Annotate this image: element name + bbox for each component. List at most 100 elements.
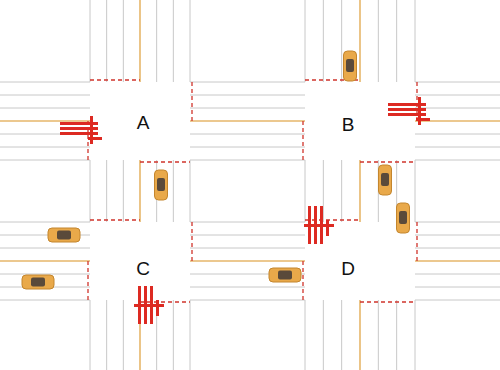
lane-line bbox=[139, 160, 141, 222]
intersection-label: A bbox=[137, 113, 150, 132]
lane-line bbox=[415, 300, 500, 301]
lane-line bbox=[415, 235, 500, 236]
lane-line bbox=[0, 160, 90, 161]
lane-line bbox=[341, 160, 342, 222]
car bbox=[48, 228, 80, 242]
lane-line bbox=[305, 160, 306, 222]
car-window bbox=[381, 173, 389, 186]
car-window bbox=[31, 278, 45, 287]
lane-line bbox=[415, 82, 500, 83]
signal-bar bbox=[326, 220, 329, 236]
lane-line bbox=[190, 300, 191, 370]
lane-line bbox=[359, 0, 361, 82]
car-window bbox=[57, 231, 71, 240]
lane-line bbox=[359, 300, 361, 370]
lane-line bbox=[139, 0, 141, 82]
lane-line bbox=[190, 160, 191, 222]
lane-line bbox=[106, 160, 107, 222]
lane-line bbox=[156, 0, 157, 82]
lane-line bbox=[0, 108, 90, 109]
lane-line bbox=[415, 95, 500, 96]
lane-line bbox=[106, 0, 107, 82]
lane-line bbox=[0, 300, 90, 301]
stop-line bbox=[305, 219, 360, 220]
lane-line bbox=[190, 300, 305, 301]
lane-line bbox=[415, 300, 416, 370]
lane-line bbox=[190, 147, 305, 148]
lane-line bbox=[0, 95, 90, 96]
stop-line bbox=[191, 222, 192, 261]
stop-line bbox=[140, 161, 190, 162]
lane-line bbox=[415, 248, 500, 249]
lane-line bbox=[190, 0, 191, 82]
car-window bbox=[278, 271, 292, 280]
lane-line bbox=[378, 0, 379, 82]
lane-line bbox=[0, 260, 90, 262]
lane-line bbox=[173, 0, 174, 82]
lane-line bbox=[190, 134, 305, 135]
car-body bbox=[48, 228, 80, 242]
signal-post bbox=[304, 224, 334, 227]
lane-line bbox=[396, 0, 397, 82]
lane-line bbox=[415, 0, 416, 82]
traffic-signal bbox=[304, 206, 334, 244]
lane-line bbox=[123, 0, 124, 82]
lane-line bbox=[323, 300, 324, 370]
car bbox=[22, 275, 54, 289]
stop-line bbox=[302, 261, 303, 300]
car-window bbox=[157, 178, 165, 191]
car bbox=[269, 268, 301, 282]
stop-line bbox=[90, 79, 140, 80]
car-body bbox=[269, 268, 301, 282]
lane-line bbox=[0, 82, 90, 83]
lane-line bbox=[123, 160, 124, 222]
cars bbox=[22, 51, 410, 289]
car-body bbox=[397, 203, 410, 233]
stop-line bbox=[360, 301, 415, 302]
lane-line bbox=[0, 248, 90, 249]
traffic-signals bbox=[60, 97, 430, 324]
car-body bbox=[344, 51, 357, 81]
car-body bbox=[155, 170, 168, 200]
lane-line bbox=[0, 120, 90, 122]
lane-line bbox=[90, 0, 91, 82]
traffic-signal bbox=[134, 286, 164, 324]
lane-line bbox=[305, 0, 306, 82]
lane-line bbox=[173, 160, 174, 222]
signal-post bbox=[90, 116, 93, 144]
car-window bbox=[399, 211, 407, 224]
lane-line bbox=[190, 108, 305, 109]
stop-line bbox=[87, 261, 88, 300]
car-body bbox=[22, 275, 54, 289]
stop-line bbox=[90, 219, 140, 220]
lane-line bbox=[190, 222, 305, 223]
lane-line bbox=[0, 274, 90, 275]
lane-line bbox=[341, 0, 342, 82]
stop-line bbox=[140, 301, 190, 302]
lane-line bbox=[190, 287, 305, 288]
lane-line bbox=[190, 248, 305, 249]
stop-line bbox=[360, 161, 415, 162]
lane-line bbox=[190, 160, 305, 161]
lane-line bbox=[378, 300, 379, 370]
car-window bbox=[346, 59, 354, 72]
lane-line bbox=[190, 260, 305, 262]
lane-line bbox=[415, 222, 500, 223]
lane-line bbox=[190, 82, 305, 83]
lane-line bbox=[305, 300, 306, 370]
car bbox=[344, 51, 357, 81]
signal-post bbox=[134, 304, 164, 307]
lane-line bbox=[415, 260, 500, 262]
stop-lines bbox=[88, 80, 417, 302]
signal-bar bbox=[156, 300, 159, 316]
lane-line bbox=[341, 300, 342, 370]
stop-line bbox=[191, 82, 192, 121]
traffic-signal bbox=[388, 97, 430, 125]
lane-line bbox=[123, 300, 124, 370]
lane-line bbox=[415, 287, 500, 288]
car bbox=[379, 165, 392, 195]
lane-line bbox=[415, 108, 500, 109]
